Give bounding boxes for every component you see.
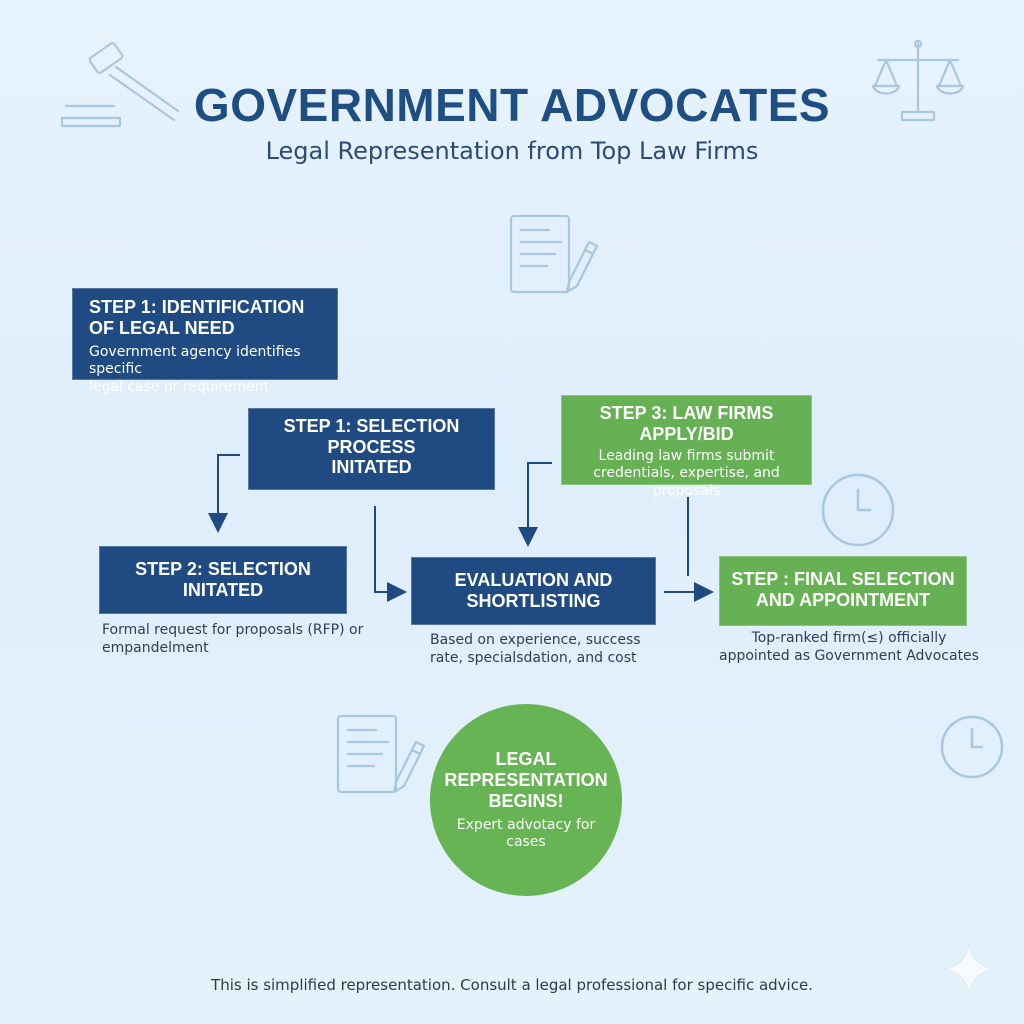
clock-icon [940, 715, 1004, 779]
legal-representation-begins: LEGAL REPRESENTATION BEGINS! Expert advo… [430, 704, 622, 896]
selection-process-title: STEP 1: SELECTION PROCESS INITATED [283, 416, 460, 478]
step-3-law-firms-apply: STEP 3: LAW FIRMS APPLY/BID Leading law … [561, 395, 812, 499]
final-title: STEP : FINAL SELECTION AND APPOINTMENT [731, 569, 955, 610]
step-3-description: Leading law firms submit credentials, ex… [593, 448, 780, 499]
scales-icon [871, 39, 965, 122]
connector-from-step3 [518, 462, 552, 547]
evaluation-shortlisting: EVALUATION AND SHORTLISTING [411, 557, 656, 625]
page-title: GOVERNMENT ADVOCATES [193, 79, 831, 131]
step-2-selection: STEP 2: SELECTION INITATED [99, 546, 347, 614]
final-selection-appointment: STEP : FINAL SELECTION AND APPOINTMENT [719, 556, 967, 626]
step-3-title: STEP 3: LAW FIRMS APPLY/BID [599, 403, 774, 444]
evaluation-description: Based on experience, success rate, speci… [430, 632, 641, 666]
connector-to-step2 [208, 454, 240, 533]
step-2-title: STEP 2: SELECTION INITATED [135, 559, 311, 600]
connector-to-evaluation [374, 506, 407, 602]
gavel-icon [60, 42, 180, 128]
step-1-description: Government agency identifies specific le… [89, 344, 301, 395]
document-pen-icon [336, 714, 426, 794]
sparkle-icon [943, 943, 995, 995]
step-2-description: Formal request for proposals (RFP) or em… [102, 622, 364, 656]
evaluation-title: EVALUATION AND SHORTLISTING [454, 570, 613, 611]
outcome-description: Expert advotacy for cases [456, 817, 596, 851]
step-1-identification: STEP 1: IDENTIFICATION OF LEGAL NEED Gov… [72, 288, 338, 395]
page-subtitle: Legal Representation from Top Law Firms [265, 137, 759, 165]
selection-process-initiated: STEP 1: SELECTION PROCESS INITATED [248, 408, 495, 490]
disclaimer-text: This is simplified representation. Consu… [211, 976, 813, 994]
document-pen-icon [509, 214, 599, 294]
step-1-title: STEP 1: IDENTIFICATION OF LEGAL NEED [89, 297, 305, 338]
outcome-title: LEGAL REPRESENTATION BEGINS! [444, 749, 608, 811]
clock-icon [821, 473, 895, 547]
final-description: Top-ranked firm(≤) officially appointed … [719, 630, 979, 664]
